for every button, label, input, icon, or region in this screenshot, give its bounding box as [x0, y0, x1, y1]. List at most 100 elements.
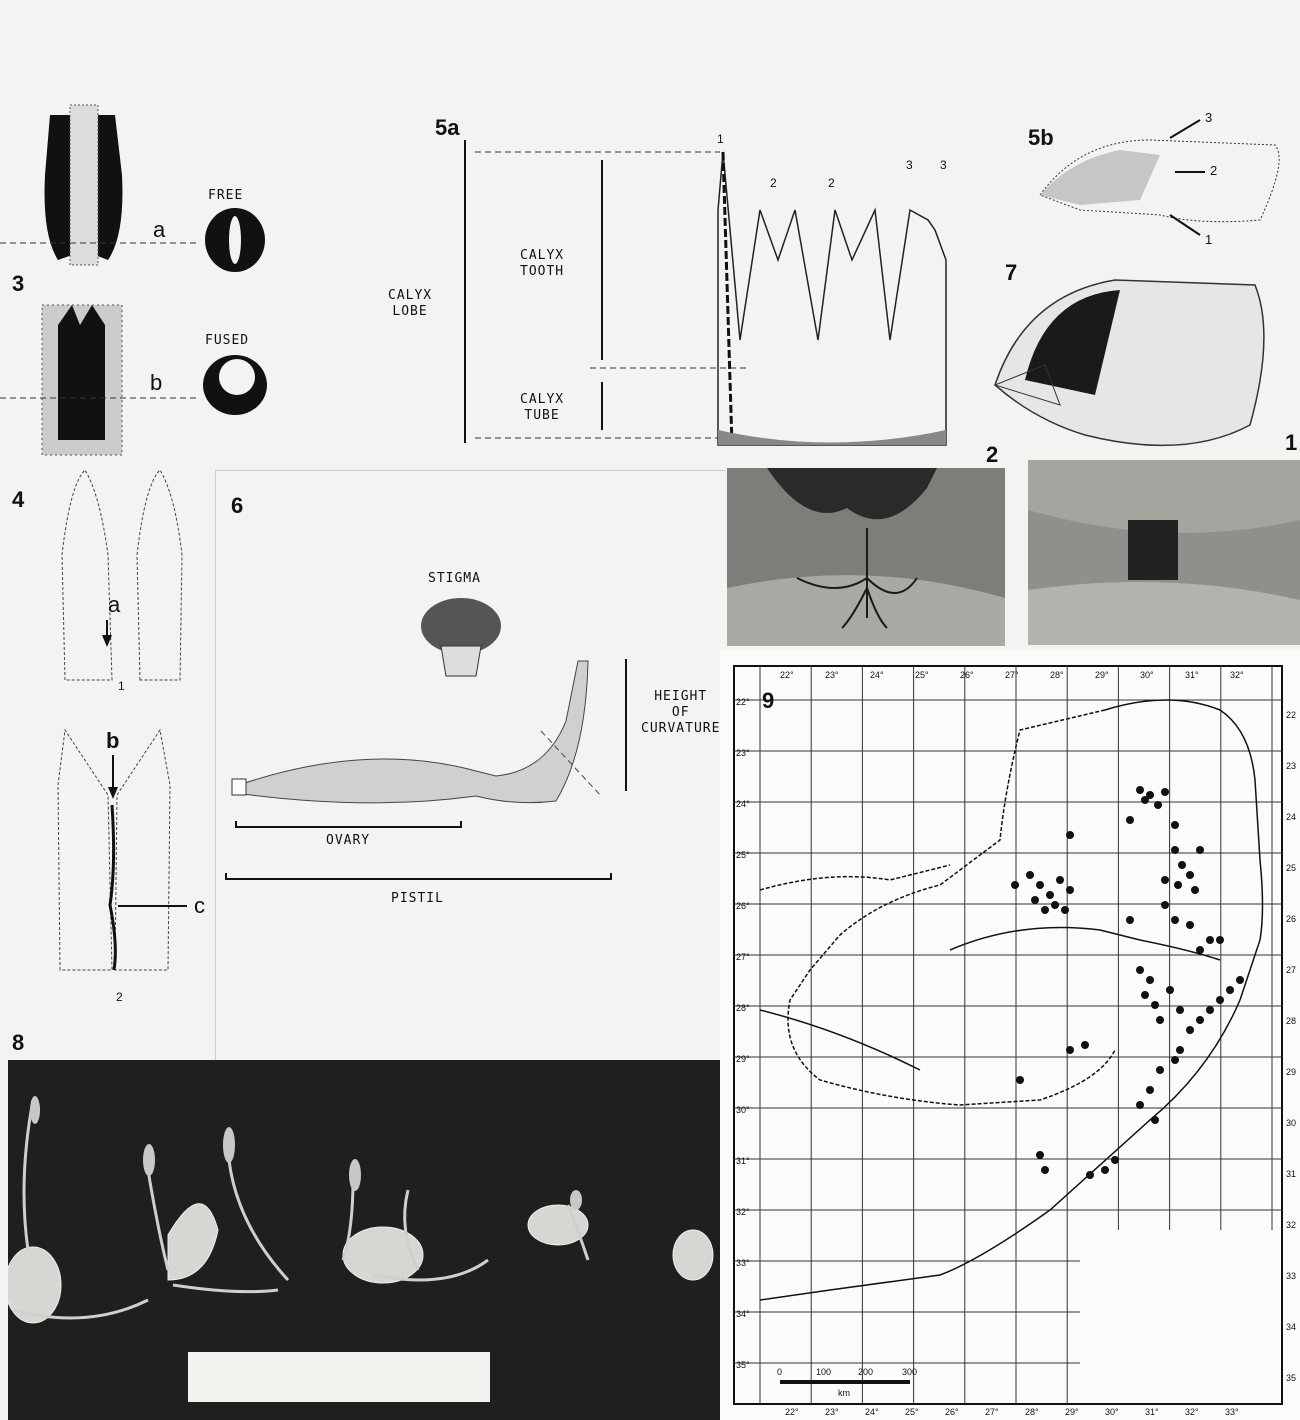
distribution-point [1171, 846, 1179, 854]
distribution-point [1136, 966, 1144, 974]
map-right-latitude: 24 [1286, 812, 1296, 822]
river-route-2 [760, 1010, 920, 1070]
map-top-longitude: 22° [780, 670, 794, 680]
fig3-drawing [0, 95, 290, 465]
distribution-point [1101, 1166, 1109, 1174]
map-left-latitude: 33° [736, 1258, 750, 1268]
fig7-drawing [985, 255, 1300, 460]
ovary-label: OVARY [326, 833, 370, 849]
distribution-point [1166, 986, 1174, 994]
map-top-longitude: 23° [825, 670, 839, 680]
distribution-point [1191, 886, 1199, 894]
fig5b-number: 5b [1028, 125, 1054, 151]
fig4-label-c: c [194, 893, 205, 919]
map-left-latitude: 28° [736, 1003, 750, 1013]
fig3-fused-label: FUSED [205, 333, 249, 349]
map-right-latitude: 25 [1286, 863, 1296, 873]
map-left-latitude: 29° [736, 1054, 750, 1064]
distribution-point [1136, 1101, 1144, 1109]
fig7-number: 7 [1005, 260, 1017, 286]
map-right-latitude: 30 [1286, 1118, 1296, 1128]
map-bottom-longitude: 23° [825, 1407, 839, 1417]
fig5a-drawing [380, 110, 990, 455]
distribution-point [1056, 876, 1064, 884]
tooth-number-2a: 2 [770, 176, 777, 190]
figure-9-map: 9 22° 23° 24° 25° 26° 27° 28° 29° 30° 31° 32° 22° 23… [720, 650, 1300, 1420]
distribution-point [1066, 1046, 1074, 1054]
map-left-latitude: 32° [736, 1207, 750, 1217]
figure-3: 3 a b FREE FUSED [0, 95, 290, 465]
distribution-point [1086, 1171, 1094, 1179]
distribution-point [1154, 801, 1162, 809]
map-top-longitude: 28° [1050, 670, 1064, 680]
tooth-number-2b: 2 [828, 176, 835, 190]
map-top-longitude: 26° [960, 670, 974, 680]
figure-5b: 5b 3 2 1 [1020, 100, 1300, 250]
map-bottom-longitude: 26° [945, 1407, 959, 1417]
distribution-point [1031, 896, 1039, 904]
figure-7: 7 [985, 255, 1300, 460]
fig4-number-one: 1 [118, 679, 125, 693]
fig5b-drawing [1020, 100, 1300, 250]
map-left-latitude: 31° [736, 1156, 750, 1166]
distribution-point [1206, 1006, 1214, 1014]
distribution-point [1151, 1116, 1159, 1124]
distribution-point [1171, 916, 1179, 924]
map-right-latitude: 31 [1286, 1169, 1296, 1179]
distribution-point [1041, 1166, 1049, 1174]
map-left-latitude: 27° [736, 952, 750, 962]
map-left-latitude: 24° [736, 799, 750, 809]
map-left-latitude: 35° [736, 1360, 750, 1370]
tooth-number-3a: 3 [906, 158, 913, 172]
distribution-point [1156, 1066, 1164, 1074]
map-top-longitude: 30° [1140, 670, 1154, 680]
map-bottom-longitude: 28° [1025, 1407, 1039, 1417]
distribution-point [1016, 1076, 1024, 1084]
distribution-point [1141, 991, 1149, 999]
calyx-lobe-label: CALYX LOBE [388, 288, 432, 320]
photo-1-drawing [1028, 460, 1300, 645]
figure-5a: 5a CALYX LOBE CALYX TOOTH CALYX TUBE 1 2… [380, 110, 990, 455]
distribution-point [1186, 871, 1194, 879]
border-route-2 [760, 865, 950, 890]
fig4-number: 4 [12, 487, 24, 513]
map-left-latitude: 26° [736, 901, 750, 911]
fig2-number: 2 [986, 442, 998, 468]
distribution-point [1081, 1041, 1089, 1049]
distribution-point [1146, 791, 1154, 799]
fig5b-arrow-2: 2 [1210, 163, 1217, 178]
map-bottom-longitude: 29° [1065, 1407, 1079, 1417]
fig9-number: 9 [762, 688, 774, 714]
scale-tick-200: 200 [858, 1367, 873, 1377]
distribution-point [1066, 831, 1074, 839]
distribution-point [1111, 1156, 1119, 1164]
distribution-point [1176, 1046, 1184, 1054]
distribution-point [1036, 1151, 1044, 1159]
map-right-latitude: 23 [1286, 761, 1296, 771]
distribution-point [1041, 906, 1049, 914]
distribution-point [1126, 916, 1134, 924]
tooth-number-3b: 3 [940, 158, 947, 172]
distribution-point [1196, 946, 1204, 954]
map-left-latitude: 22° [736, 697, 750, 707]
distribution-point [1196, 846, 1204, 854]
distribution-point [1226, 986, 1234, 994]
map-drawing [720, 650, 1300, 1420]
scale-tick-100: 100 [816, 1367, 831, 1377]
fig3-free-label: FREE [208, 188, 243, 204]
distribution-point [1066, 886, 1074, 894]
scale-unit: km [838, 1388, 850, 1398]
distribution-point [1216, 936, 1224, 944]
distribution-point [1171, 821, 1179, 829]
map-right-latitude: 28 [1286, 1016, 1296, 1026]
distribution-point [1174, 881, 1182, 889]
map-top-longitude: 25° [915, 670, 929, 680]
calyx-tube-label: CALYX TUBE [520, 392, 564, 424]
distribution-point [1126, 816, 1134, 824]
height-of-curvature-label: HEIGHT OF CURVATURE [641, 689, 720, 737]
map-right-latitude: 32 [1286, 1220, 1296, 1230]
distribution-point [1036, 881, 1044, 889]
stigma-label: STIGMA [428, 571, 481, 587]
distribution-point [1011, 881, 1019, 889]
map-right-latitude: 35 [1286, 1373, 1296, 1383]
